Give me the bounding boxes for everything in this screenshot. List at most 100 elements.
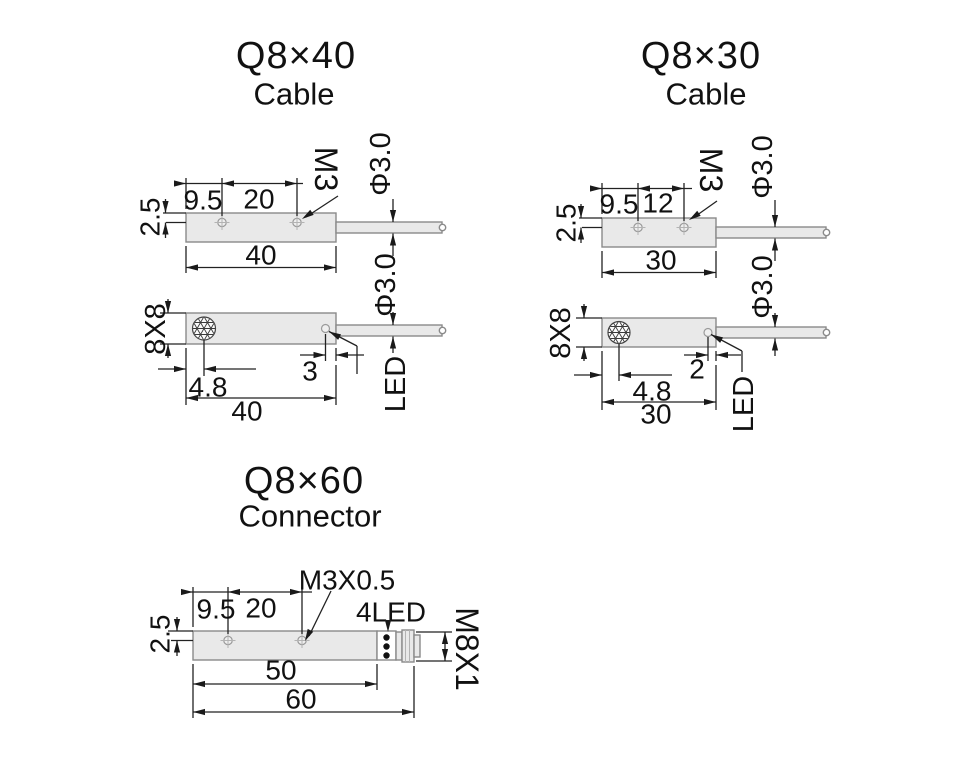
cable-end — [822, 328, 831, 337]
mounting-hole — [214, 215, 230, 230]
mounting-hole — [630, 220, 646, 235]
dim-text: 50 — [265, 655, 296, 686]
q8x60-view: 9.5 20 2.5 M3X0.5 4LED — [145, 565, 485, 718]
cable — [715, 226, 827, 239]
dim-text: 8X8 — [545, 307, 577, 359]
mounting-hole — [220, 633, 236, 648]
dim-8x8: 8X8 — [545, 304, 602, 361]
phi-label: Φ3.0 — [747, 135, 779, 198]
dim-9_5-20: 9.5 20 — [174, 178, 303, 216]
q8x40-bottom-view: 8X8 4.8 3 40 — [140, 253, 447, 427]
m8-connector — [395, 629, 421, 663]
sensor-body — [601, 217, 717, 248]
dim-40: 40 — [185, 240, 337, 273]
cable-end — [822, 228, 831, 237]
dim-text: 9.5 — [197, 594, 236, 625]
dim-text: 2 — [689, 354, 705, 385]
sensing-face — [607, 320, 631, 345]
dim-2: 2 — [684, 337, 741, 385]
q8x60-subtitle: Connector — [238, 499, 381, 534]
led-label: LED — [380, 356, 412, 412]
dim-30: 30 — [601, 245, 717, 278]
label-m3: M3 — [300, 147, 344, 222]
dim-2_5: 2.5 — [135, 198, 186, 238]
led-dot — [383, 643, 390, 650]
label-led: LED — [327, 328, 412, 412]
dim-text: 30 — [645, 245, 676, 276]
dim-3: 3 — [300, 334, 364, 387]
q8x30-subtitle: Cable — [666, 77, 747, 112]
label-4led: 4LED — [356, 597, 426, 632]
dim-4_8: 4.8 — [574, 344, 672, 410]
q8x30-top-view: 9.5 12 2.5 30 M3 Φ3.0 — [551, 135, 831, 278]
dim-text: 40 — [231, 396, 262, 427]
diagram-q8x30: Q8×30 Cable 9.5 12 — [545, 35, 831, 432]
dim-text: 12 — [642, 188, 673, 219]
dim-8x8: 8X8 — [140, 299, 186, 358]
m8x1-label: M8X1 — [449, 607, 485, 691]
led-window — [376, 630, 397, 661]
dim-text: 4.8 — [633, 376, 672, 407]
dim-text: 40 — [245, 240, 276, 271]
dim-9_5-20: 9.5 20 — [181, 587, 312, 634]
sensor-body — [185, 212, 337, 243]
q8x40-title: Q8×40 — [236, 35, 356, 77]
sensing-face — [191, 316, 217, 341]
dim-2_5: 2.5 — [551, 204, 602, 243]
cable — [715, 326, 827, 339]
q8x30-title: Q8×30 — [641, 35, 761, 77]
dim-text: 60 — [285, 684, 316, 715]
dim-text: 3 — [302, 356, 318, 387]
cable-end — [438, 223, 447, 232]
m3x05-label: M3X0.5 — [299, 565, 396, 596]
dim-text: 2.5 — [551, 204, 582, 243]
phi-label: Φ3.0 — [747, 255, 779, 318]
dim-cable-diameter: Φ3.0 — [370, 253, 402, 353]
dim-text: 20 — [245, 593, 276, 624]
dim-50: 50 — [192, 655, 378, 718]
led-hole — [703, 327, 713, 338]
led-hole — [320, 323, 331, 334]
q8x40-subtitle: Cable — [254, 77, 335, 112]
diagram-q8x60: Q8×60 Connector — [145, 460, 485, 718]
dim-text: 8X8 — [140, 303, 172, 355]
dim-2_5: 2.5 — [145, 615, 193, 656]
dim-m8x1: M8X1 — [416, 607, 485, 691]
label-m3: M3 — [687, 148, 729, 223]
dim-text: 2.5 — [145, 615, 176, 654]
q8x60-title: Q8×60 — [244, 460, 364, 502]
dim-cable-diameter: Φ3.0 — [747, 255, 779, 356]
label-m3x05: M3X0.5 — [299, 565, 396, 643]
led-dot — [383, 652, 390, 659]
led4-label: 4LED — [356, 597, 426, 628]
led-label: LED — [728, 376, 760, 432]
dim-60: 60 — [193, 666, 415, 718]
m3-label: M3 — [308, 147, 344, 191]
q8x40-top-view: 9.5 20 2.5 40 M3 Φ3.0 — [135, 132, 447, 273]
mounting-hole — [294, 633, 310, 648]
sensor-body — [192, 630, 378, 661]
dim-30: 30 — [602, 365, 717, 430]
led-dot — [383, 634, 390, 641]
cable — [335, 221, 443, 234]
dim-text: 30 — [640, 399, 671, 430]
dim-text: 2.5 — [135, 198, 166, 237]
dim-text: 9.5 — [600, 189, 639, 220]
dim-9_5-12: 9.5 12 — [590, 183, 692, 221]
m3-label: M3 — [693, 148, 729, 192]
diagram-q8x40: Q8×40 Cable 9.5 20 — [135, 35, 447, 427]
phi-label: Φ3.0 — [370, 253, 402, 316]
dim-cable-diameter: Φ3.0 — [747, 135, 779, 261]
cable — [335, 324, 443, 337]
label-led: LED — [709, 331, 760, 432]
dim-40: 40 — [186, 365, 337, 427]
phi-label: Φ3.0 — [365, 132, 397, 195]
q8x30-bottom-view: 8X8 4.8 2 30 — [545, 255, 831, 432]
mounting-hole — [289, 215, 305, 230]
cable-end — [438, 326, 447, 335]
dim-cable-diameter: Φ3.0 — [365, 132, 397, 256]
mounting-hole — [676, 220, 692, 235]
